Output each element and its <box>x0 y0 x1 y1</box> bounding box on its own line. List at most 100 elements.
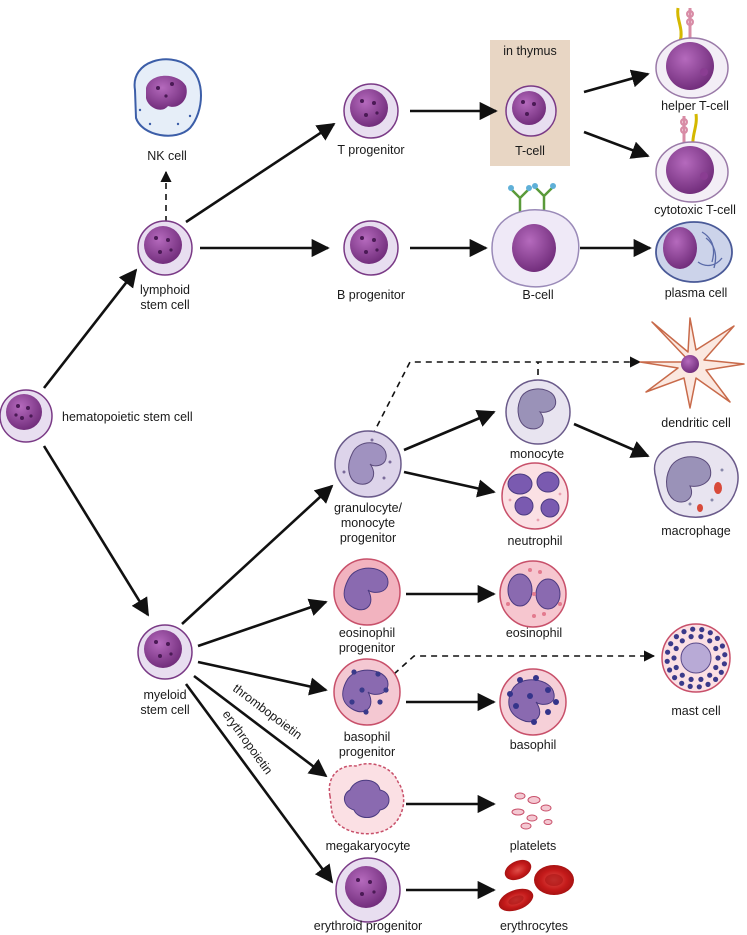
eosinophil-progenitor-cell <box>333 558 401 626</box>
lymphoid-stem-cell <box>137 220 193 276</box>
label-b-cell: B-cell <box>522 288 553 302</box>
arrow-hsc-lymphoid <box>42 268 138 389</box>
label-b-progenitor: B progenitor <box>337 288 405 302</box>
label-eosinophil-progenitor-1: eosinophil <box>339 626 395 640</box>
mast-granule <box>714 635 721 642</box>
plasma-cell <box>655 221 733 283</box>
erythrocytes <box>498 859 574 912</box>
arrows <box>42 69 652 900</box>
label-dendritic-cell: dendritic cell <box>661 416 730 430</box>
erythroid-progenitor-cell <box>335 857 401 923</box>
label-platelets: platelets <box>510 839 557 853</box>
t-cell <box>505 85 557 137</box>
mast-granule <box>696 684 702 690</box>
label-eosinophil: eosinophil <box>506 626 562 640</box>
mast-cell <box>661 623 731 693</box>
b-progenitor-cell <box>343 220 399 276</box>
neutrophil-cell <box>501 462 569 530</box>
arrow-myeloid-megakaryocyte <box>193 674 328 778</box>
label-erythrocytes: erythrocytes <box>500 919 568 933</box>
label-t-cell: T-cell <box>515 144 545 158</box>
mast-granule <box>715 655 721 661</box>
label-mast-cell: mast cell <box>671 704 720 718</box>
monocyte-cell <box>505 379 571 445</box>
arrow-gm-monocyte <box>403 409 496 452</box>
arrow-monocyte-macrophage <box>573 422 650 458</box>
eosinophil-cell <box>499 560 567 628</box>
label-basophil: basophil <box>510 738 557 752</box>
arrow-myeloid-basoprog <box>197 660 328 696</box>
mast-granule <box>667 667 673 673</box>
label-myeloid-1: myeloid <box>143 688 186 702</box>
mast-granule <box>664 658 670 664</box>
label-gm-2: monocyte <box>341 516 395 530</box>
mast-granule <box>679 680 685 686</box>
label-gm-1: granulocyte/ <box>334 501 403 515</box>
mast-granule <box>688 634 694 640</box>
mast-granule <box>713 645 719 652</box>
macrophage-cell <box>653 441 739 518</box>
mast-granule <box>722 652 728 658</box>
label-basophil-progenitor-2: progenitor <box>339 745 395 759</box>
mast-granule <box>705 681 711 688</box>
arrow-myeloid-eosprog <box>197 598 328 648</box>
b-cell <box>491 183 580 288</box>
label-macrophage: macrophage <box>661 524 731 538</box>
hsc-cell <box>0 389 53 443</box>
mast-granule <box>713 676 719 683</box>
arrow-hsc-myeloid <box>42 445 150 617</box>
mast-granule <box>707 630 713 636</box>
label-monocyte: monocyte <box>510 447 564 461</box>
label-megakaryocyte: megakaryocyte <box>326 839 411 853</box>
arrow-lymphoid-tprog <box>185 122 336 224</box>
myeloid-stem-cell <box>137 624 193 680</box>
basophil-cell <box>499 668 567 736</box>
mast-granule <box>673 664 679 671</box>
label-t-progenitor: T progenitor <box>337 143 404 157</box>
arrow-gm-neutrophil <box>403 470 496 498</box>
basophil-progenitor-cell <box>333 658 401 726</box>
mast-granule <box>687 683 693 690</box>
arrow-gm-dendritic <box>371 356 642 437</box>
mast-granule <box>707 672 713 678</box>
cytotoxic-t-cell <box>655 113 729 203</box>
label-in-thymus: in thymus <box>503 44 557 58</box>
mast-granule <box>673 634 680 640</box>
mast-granule <box>690 626 696 632</box>
label-lymphoid-1: lymphoid <box>140 283 190 297</box>
label-helper-t-cell: helper T-cell <box>661 99 729 113</box>
label-nk-cell: NK cell <box>147 149 187 163</box>
mast-granule <box>721 661 728 667</box>
mast-granule <box>698 634 704 640</box>
label-eosinophil-progenitor-2: progenitor <box>339 641 395 655</box>
mast-granule <box>679 638 685 644</box>
mast-granule <box>688 676 694 683</box>
mast-granule <box>668 641 674 647</box>
mast-granule <box>713 664 719 671</box>
label-plasma-cell: plasma cell <box>665 286 728 300</box>
t-progenitor-cell <box>343 83 399 139</box>
mast-granule <box>718 669 724 675</box>
label-basophil-progenitor-1: basophil <box>344 730 391 744</box>
arrow-tcell-cytotoxic <box>583 130 650 159</box>
arrow-myeloid-gm <box>181 484 334 625</box>
mast-granule <box>719 643 726 649</box>
mast-granule <box>707 638 713 644</box>
dendritic-cell <box>639 317 745 409</box>
gm-progenitor-cell <box>334 430 402 498</box>
helper-t-cell <box>655 7 729 99</box>
label-hsc: hematopoietic stem cell <box>62 410 193 424</box>
megakaryocyte-cell <box>328 762 405 835</box>
platelets <box>511 792 553 830</box>
mast-granule <box>672 675 678 681</box>
mast-granule <box>673 645 679 652</box>
mast-granule <box>698 676 704 683</box>
arrow-myeloid-erythroid <box>184 683 334 884</box>
arrow-tcell-helper <box>583 69 650 94</box>
label-cytotoxic-t-cell: cytotoxic T-cell <box>654 203 736 217</box>
arrow-basoprog-mast <box>393 650 656 675</box>
label-erythroid-progenitor: erythroid progenitor <box>314 919 422 933</box>
mast-granule <box>665 649 671 655</box>
mast-granule <box>671 655 677 661</box>
mast-granule <box>699 627 705 633</box>
